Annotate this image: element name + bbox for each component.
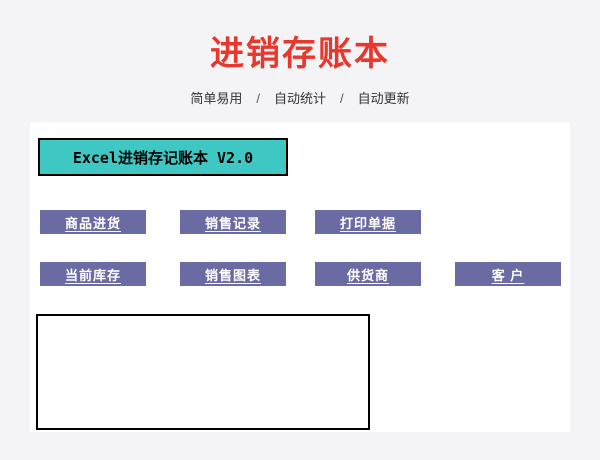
sales-chart-button[interactable]: 销售图表 bbox=[180, 262, 286, 286]
subtitle-part-3: 自动更新 bbox=[357, 91, 410, 106]
goods-purchase-button[interactable]: 商品进货 bbox=[40, 210, 146, 234]
customer-button[interactable]: 客 户 bbox=[455, 262, 561, 286]
subtitle-separator-1: / bbox=[256, 91, 260, 106]
blank-content-area bbox=[36, 314, 370, 430]
subtitle-part-1: 简单易用 bbox=[190, 91, 243, 106]
subtitle-separator-2: / bbox=[340, 91, 344, 106]
subtitle: 简单易用 / 自动统计 / 自动更新 bbox=[0, 88, 600, 107]
version-banner: Excel进销存记账本 V2.0 bbox=[38, 138, 288, 176]
print-receipt-button[interactable]: 打印单据 bbox=[315, 210, 421, 234]
page-title: 进销存账本 bbox=[210, 35, 390, 73]
main-panel: Excel进销存记账本 V2.0 商品进货 销售记录 打印单据 当前库存 销售图… bbox=[30, 122, 570, 432]
supplier-button[interactable]: 供货商 bbox=[315, 262, 421, 286]
current-stock-button[interactable]: 当前库存 bbox=[40, 262, 146, 286]
sales-record-button[interactable]: 销售记录 bbox=[180, 210, 286, 234]
subtitle-part-2: 自动统计 bbox=[273, 91, 326, 106]
